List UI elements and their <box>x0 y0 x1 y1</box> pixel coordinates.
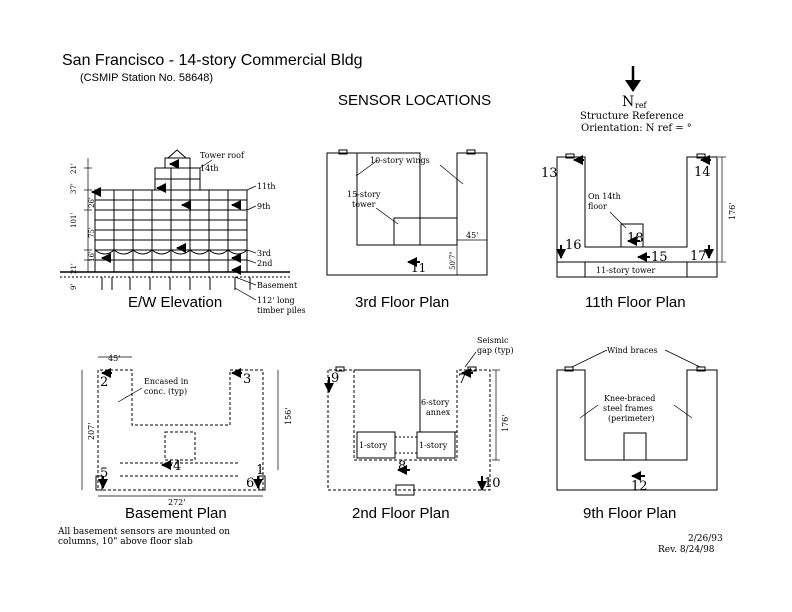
caption-ninth-floor: 9th Floor Plan <box>583 505 677 522</box>
on-14th-label-2: floor <box>588 202 607 211</box>
seismic-label-1: Seismic <box>477 336 509 345</box>
sensor-11-label: 11 <box>411 261 426 275</box>
encased-label-2: conc. (typ) <box>144 387 187 396</box>
on-14th-label-1: On 14th <box>588 192 621 201</box>
station-number: (CSMIP Station No. 58648) <box>80 72 214 84</box>
sensor-18-label: 18 <box>627 231 644 246</box>
dim-176-label: 176' <box>728 203 737 220</box>
eleventh-floor-drawing <box>556 153 726 278</box>
sensor-15-label: 15 <box>651 250 668 265</box>
caption-second-floor: 2nd Floor Plan <box>352 505 450 522</box>
tower-11-label: 11-story tower <box>596 266 656 275</box>
wings-label: 10-story wings <box>370 156 430 165</box>
dim-207-label: 207' <box>87 423 96 440</box>
dim-label: 16' <box>88 251 96 262</box>
basement-note-line1: All basement sensors are mounted on <box>58 527 231 537</box>
knee-braced-label-2: steel frames <box>603 404 653 413</box>
dim-272-label: 272' <box>168 498 185 507</box>
sensor-3-label: 3 <box>243 372 251 387</box>
basement-label: Basement <box>257 281 298 290</box>
annex-label-2: annex <box>426 408 451 417</box>
second-floor-text: Seismic gap (typ) 6-story annex 1-story … <box>331 336 514 491</box>
tower-label-1: 15-story <box>347 190 381 199</box>
ew-elevation-drawing <box>60 149 290 301</box>
sensor-16-label: 16 <box>565 238 582 253</box>
wind-braces-label: Wind braces <box>607 346 658 355</box>
tower-label-2: tower <box>352 200 376 209</box>
caption-eleventh-floor: 11th Floor Plan <box>585 294 686 311</box>
second-label: 2nd <box>257 259 272 268</box>
sensor-17-label: 17 <box>690 249 707 264</box>
dim-label: 9' <box>70 284 78 290</box>
tower-roof-label: Tower roof <box>200 151 245 160</box>
ninth-floor-drawing <box>556 349 718 491</box>
north-reference-symbol: N <box>622 94 635 110</box>
one-story-right-label: 1-story <box>419 441 448 450</box>
fourteenth-label: 14th <box>200 164 219 173</box>
third-label: 3rd <box>257 249 271 258</box>
dim-label: 21' <box>70 163 78 174</box>
dim-176-label: 176' <box>501 415 510 432</box>
knee-braced-label-1: Knee-braced <box>604 394 655 403</box>
sensor-1-label: 1 <box>256 463 264 478</box>
eleventh-floor-text: On 14th floor 11-story tower 176' 13 14 … <box>541 165 737 275</box>
one-story-left-label: 1-story <box>359 441 388 450</box>
second-floor-drawing <box>327 351 500 496</box>
dim-45-label: 45' <box>108 354 120 363</box>
knee-braced-label-3: (perimeter) <box>608 414 655 423</box>
revision-date: Rev. 8/24/98 <box>658 545 715 555</box>
caption-third-floor: 3rd Floor Plan <box>355 294 450 311</box>
dim-156-label: 156' <box>284 408 293 425</box>
dim-label: 26' <box>88 197 96 208</box>
original-date: 2/26/93 <box>688 534 723 544</box>
sensor-14-label: 14 <box>694 165 711 180</box>
third-floor-text: 10-story wings 15-story tower 45' 50'7" … <box>347 156 478 275</box>
sensor-9-label: 9 <box>331 371 339 386</box>
sensor-2-label: 2 <box>100 375 108 390</box>
section-heading: SENSOR LOCATIONS <box>338 92 492 109</box>
basement-note-line2: columns, 10" above floor slab <box>58 537 193 547</box>
ew-elevation-text: Tower roof 14th 11th 9th 3rd 2nd Basemen… <box>70 151 306 315</box>
sensor-7-label: 7 <box>458 372 466 387</box>
sensor-5-label: 5 <box>100 466 108 481</box>
dim-label: 75' <box>88 227 96 238</box>
basement-drawing <box>81 356 279 497</box>
encased-label-1: Encased in <box>144 377 188 386</box>
sensor-4-label: 4 <box>173 459 181 474</box>
second-floor-sensors <box>324 368 487 491</box>
caption-basement: Basement Plan <box>125 505 227 522</box>
dim-label: 101' <box>70 213 78 228</box>
sensor-8-label: 8 <box>398 459 406 474</box>
eleventh-floor-sensors <box>556 155 714 262</box>
dim-gap-label: 45' <box>466 231 478 240</box>
eleventh-label: 11th <box>257 182 276 191</box>
structure-reference-label: Structure Reference <box>580 111 684 122</box>
page-title: San Francisco - 14-story Commercial Bldg <box>62 52 363 69</box>
sensor-13-label: 13 <box>541 166 558 181</box>
third-floor-drawing <box>326 149 488 276</box>
annex-label-1: 6-story <box>421 398 450 407</box>
sensor-10-label: 10 <box>484 476 501 491</box>
ninth-floor-text: Wind braces Knee-braced steel frames (pe… <box>603 346 658 494</box>
basement-sensors <box>98 368 263 489</box>
ew-elevation-sensors <box>91 159 241 275</box>
dim-label: 21' <box>70 263 78 274</box>
piles-label-2: timber piles <box>257 306 306 315</box>
caption-ew-elevation: E/W Elevation <box>128 294 223 311</box>
dim-side-label: 50'7" <box>449 251 457 270</box>
piles-label-1: 112' long <box>257 296 295 305</box>
north-reference-subscript: ref <box>635 101 647 110</box>
sensor-6-label: 6 <box>246 476 254 491</box>
dim-label: 37' <box>70 183 78 194</box>
basement-text: Encased in conc. (typ) 45' 207' 156' 272… <box>87 354 293 507</box>
north-arrow-icon <box>625 66 641 92</box>
ninth-label: 9th <box>257 202 270 211</box>
sensor-12-label: 12 <box>631 479 648 494</box>
orientation-label: Orientation: N ref = ° <box>581 123 692 134</box>
seismic-label-2: gap (typ) <box>477 346 514 355</box>
